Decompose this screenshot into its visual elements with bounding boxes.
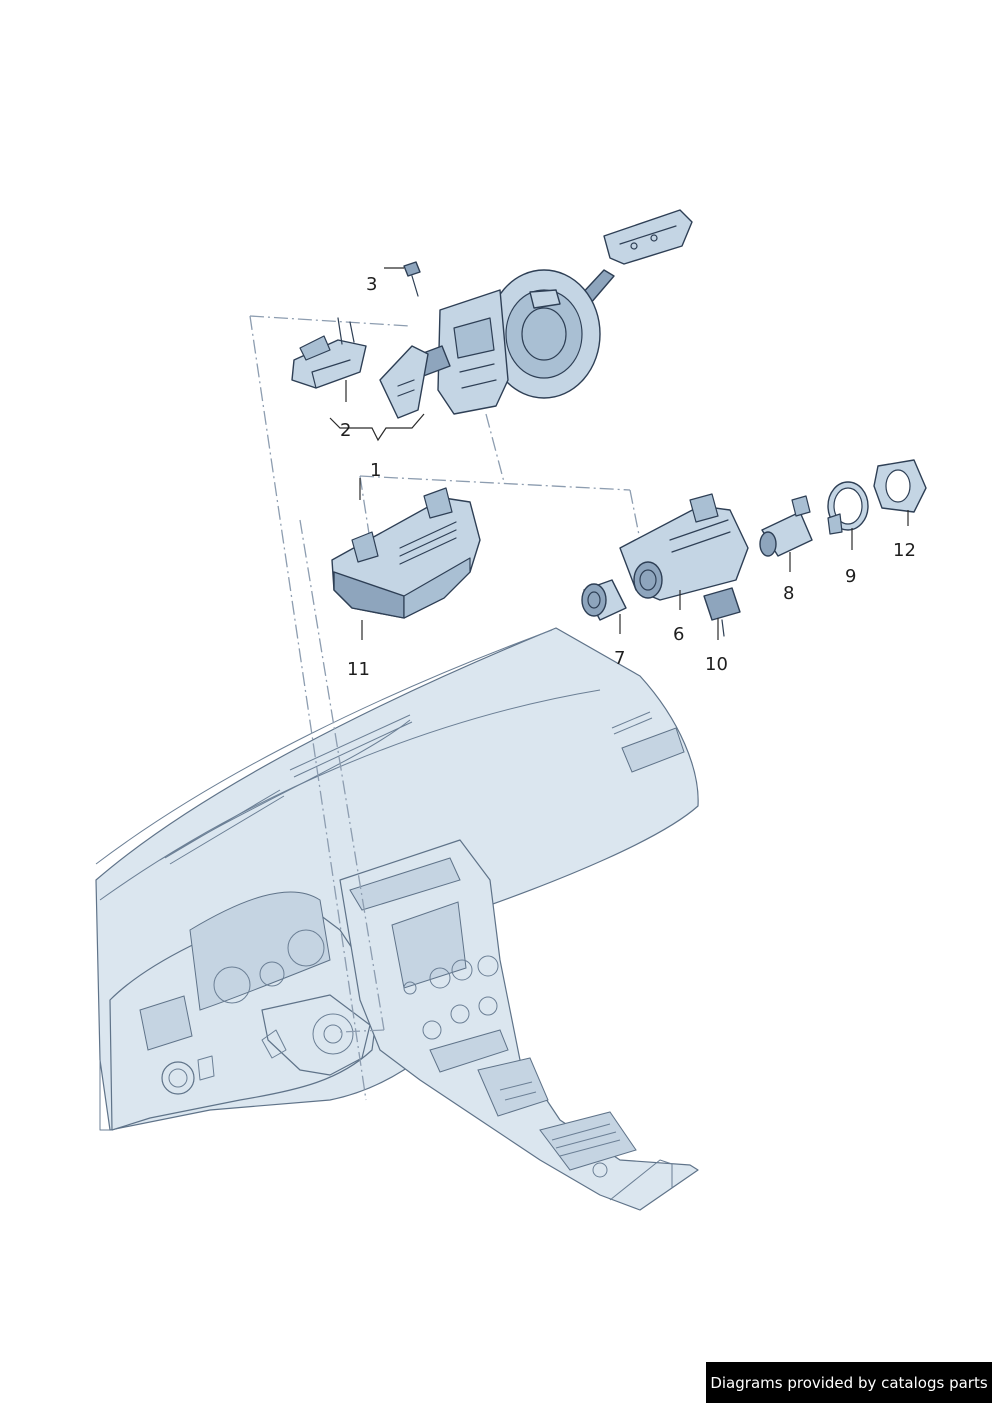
callout-9: 9 <box>845 566 856 587</box>
callout-1: 1 <box>370 460 381 481</box>
leader-lines <box>329 267 909 640</box>
part-8-lock-cylinder <box>759 495 813 557</box>
callout-6: 6 <box>673 624 684 645</box>
reference-lines <box>249 315 641 1101</box>
part-12-coil <box>873 459 927 513</box>
callout-11: 11 <box>347 659 370 680</box>
callout-12: 12 <box>893 540 916 561</box>
dashboard-illustration <box>95 627 699 1211</box>
part-9-ring <box>827 481 869 535</box>
part-7-cylinder <box>581 579 627 621</box>
part-6-lock-housing <box>619 493 749 637</box>
callout-8: 8 <box>783 583 794 604</box>
part-11-control-unit <box>331 487 481 619</box>
callout-10: 10 <box>705 654 728 675</box>
callout-3: 3 <box>366 274 377 295</box>
callout-7: 7 <box>614 648 625 669</box>
footer-credit: Diagrams provided by catalogs parts <box>706 1362 992 1403</box>
callout-labels: 1 2 3 6 7 8 9 10 11 12 <box>340 274 916 680</box>
part-2-bracket <box>291 317 367 389</box>
part-1-column-switch <box>379 209 693 419</box>
callout-2: 2 <box>340 420 351 441</box>
